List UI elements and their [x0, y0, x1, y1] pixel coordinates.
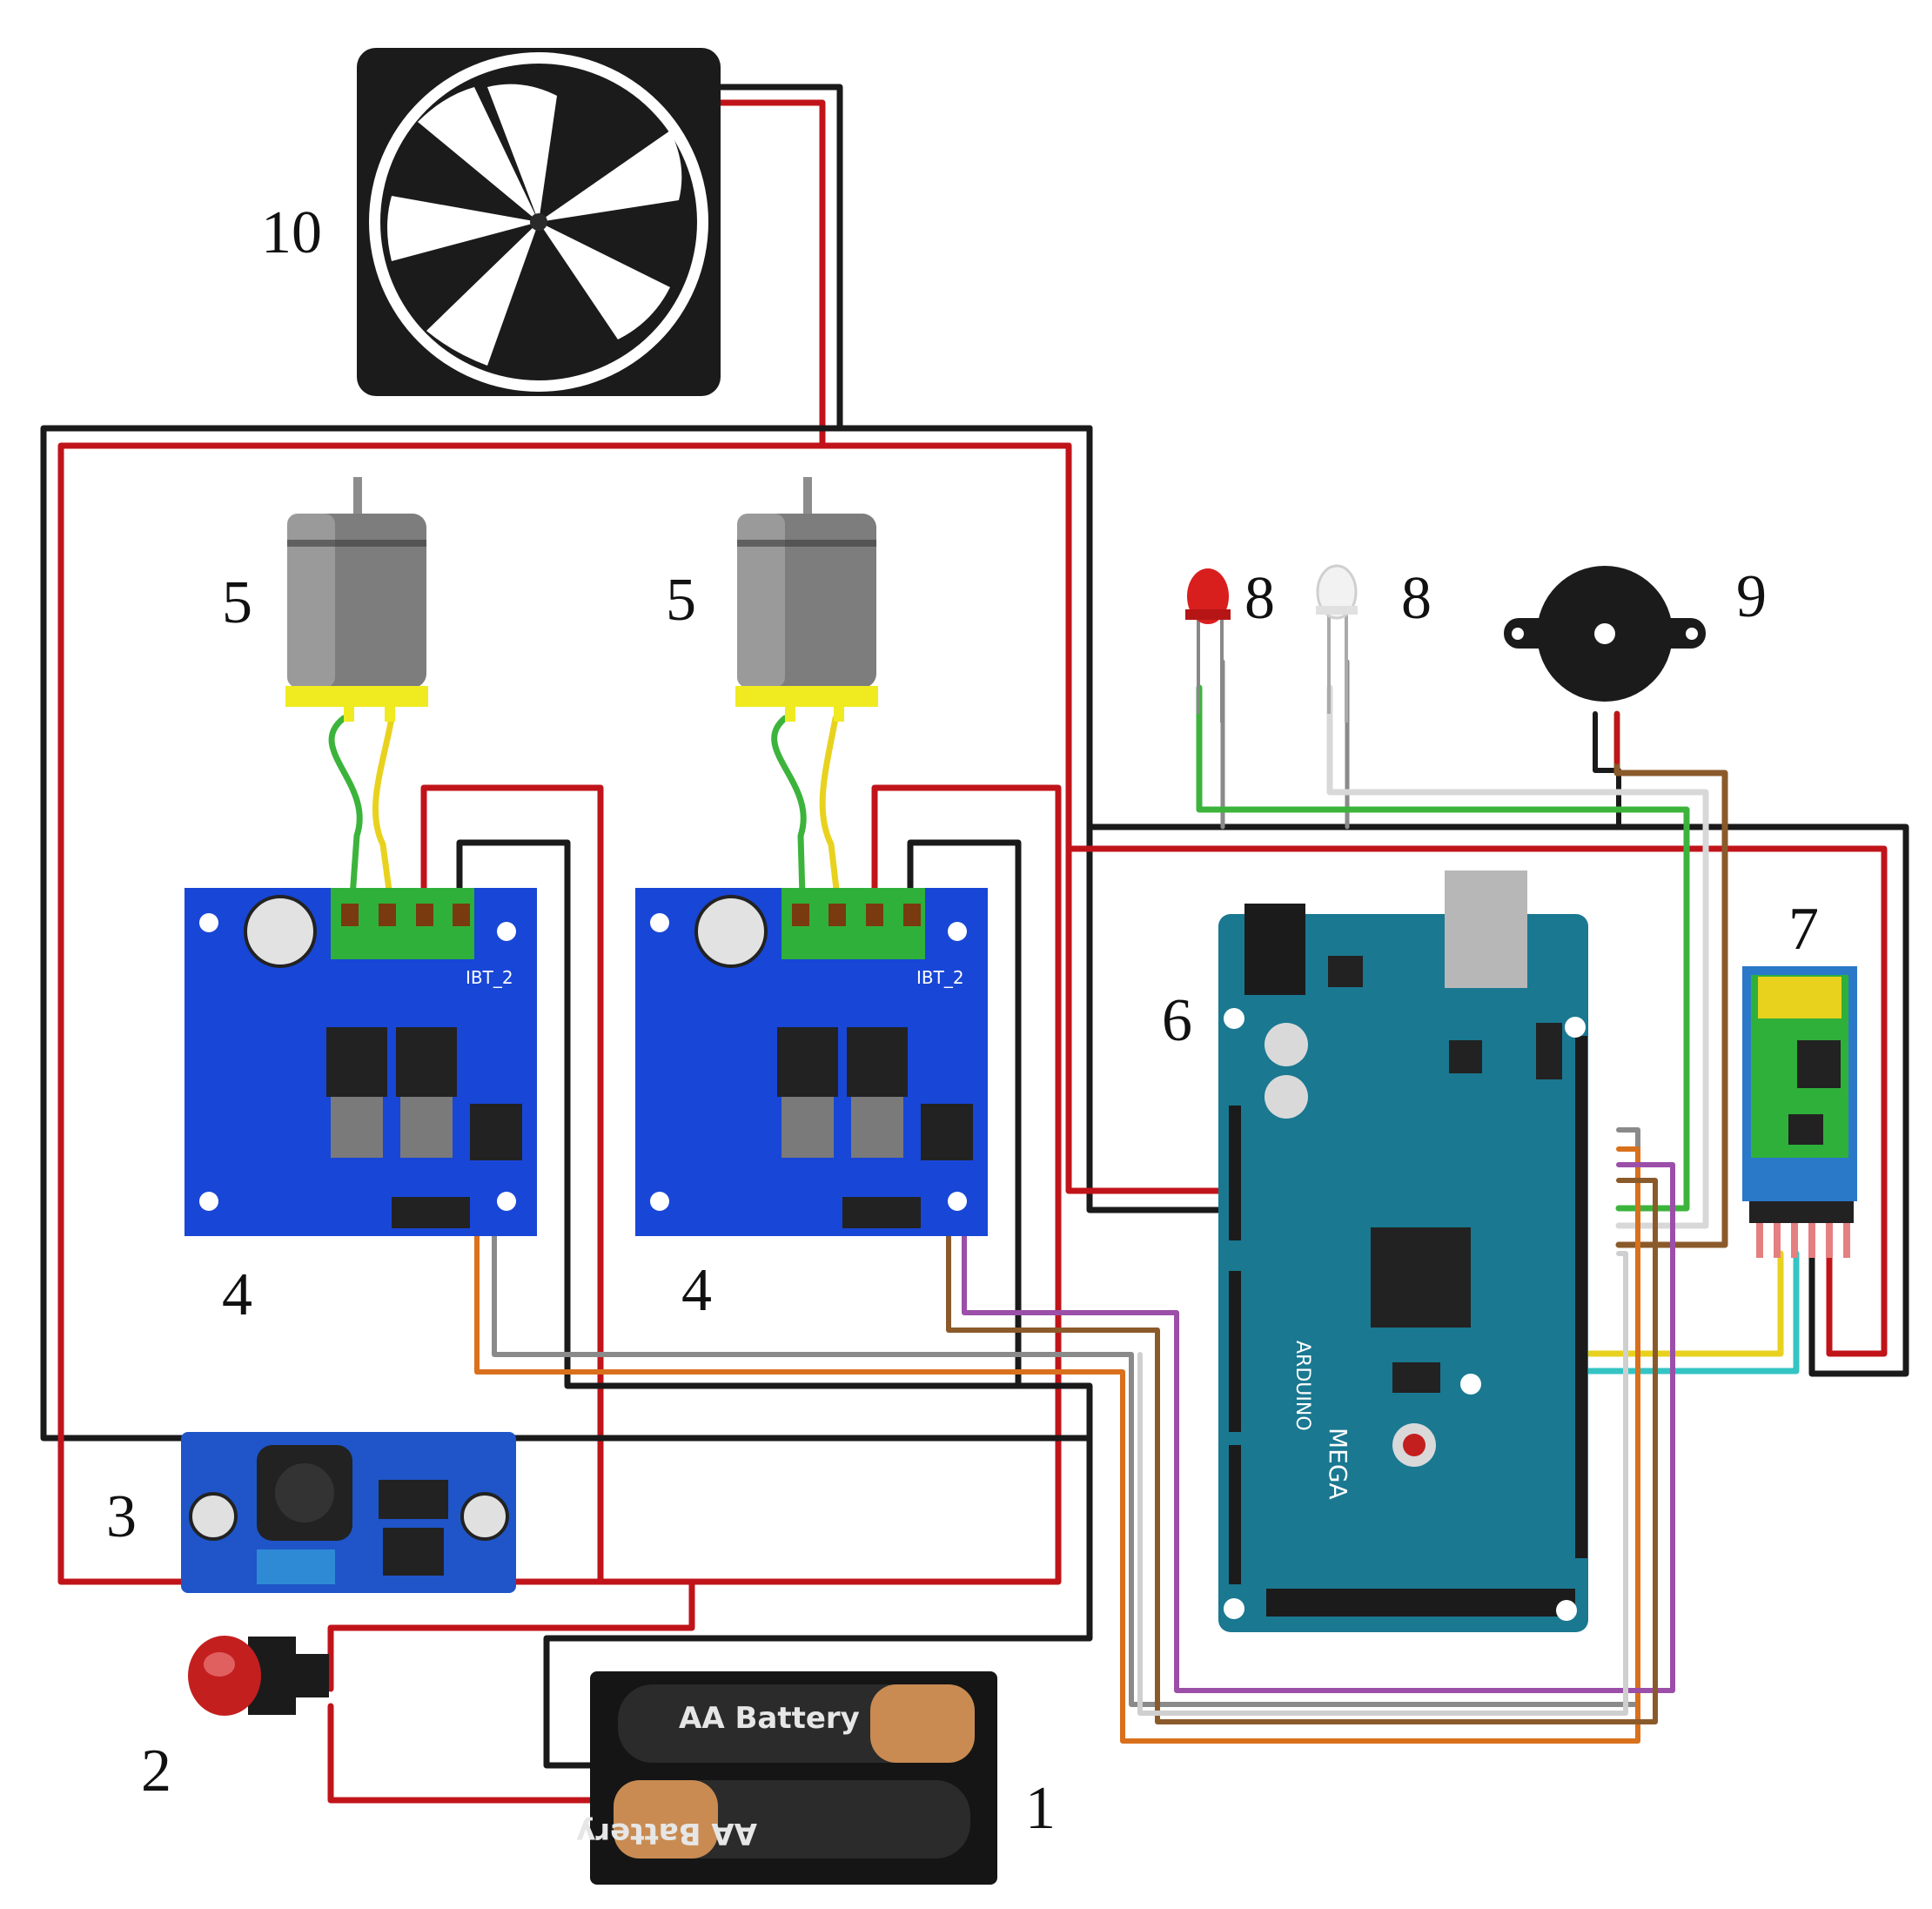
wire-fan-black	[706, 84, 1093, 432]
wire-ctrl-white	[1137, 1251, 1628, 1716]
wire-black-rail-left	[40, 425, 1093, 1442]
dc-motor-right	[735, 477, 878, 722]
wire-fan-red	[706, 99, 826, 447]
wire-black-rail-bt	[1086, 823, 1909, 1377]
label-led-red: 8	[1244, 565, 1275, 632]
wire-bt-rx-cyan	[1565, 1250, 1800, 1375]
label-battery: 1	[1025, 1775, 1056, 1842]
wire-motor2-yellow	[819, 715, 841, 900]
label-bluetooth: 7	[1788, 896, 1819, 963]
wire-red-rail-left	[57, 442, 1072, 1585]
motor-driver-left: IBT_2	[184, 888, 537, 1236]
component-labels: 1 2 3 4 4 5 5 6 7 8 8 9 10	[106, 199, 1819, 1842]
wire-battery-black	[543, 1435, 1093, 1769]
buzzer	[1504, 566, 1706, 702]
wire-ctrl-brown-2	[946, 1178, 1658, 1724]
wire-buck-red-out	[510, 784, 1062, 1585]
label-arduino: 6	[1162, 987, 1192, 1054]
push-switch	[188, 1636, 329, 1716]
arduino-mega: ARDUINO MEGA	[1218, 870, 1588, 1632]
wire-led-white-signal	[1326, 684, 1709, 1229]
wire-black-rail-right	[1086, 425, 1238, 1213]
driver-right-silk: IBT_2	[916, 967, 964, 988]
label-motor-right: 5	[666, 567, 696, 634]
label-fan: 10	[261, 199, 322, 266]
wire-motor2-green	[771, 715, 807, 900]
arduino-model: MEGA	[1324, 1428, 1352, 1500]
wire-buzzer-black	[1593, 711, 1621, 830]
battery-bottom-label: AA Battery	[576, 1816, 757, 1851]
wire-switch-to-buck	[327, 1578, 695, 1692]
buck-converter	[181, 1432, 516, 1593]
battery-top-label: AA Battery	[679, 1701, 860, 1736]
wire-motor1-yellow	[372, 715, 395, 900]
label-led-white: 8	[1401, 565, 1432, 632]
label-buck-converter: 3	[106, 1483, 137, 1550]
driver-left-silk: IBT_2	[466, 967, 513, 988]
dc-motor-left	[285, 477, 428, 722]
label-buzzer: 9	[1736, 563, 1767, 630]
cooling-fan	[357, 48, 721, 396]
wire-battery-to-switch	[327, 1703, 595, 1804]
battery-pack: AA Battery AA Battery	[576, 1671, 997, 1885]
label-motor-left: 5	[222, 569, 252, 636]
wire-ctrl-orange-1	[474, 1146, 1640, 1744]
label-driver-right: 4	[681, 1257, 712, 1324]
wire-red-rail-right	[1065, 442, 1238, 1194]
label-driver-left: 4	[222, 1261, 252, 1328]
wire-red-rail-bt	[1065, 845, 1888, 1357]
wire-led-red-signal	[1196, 684, 1690, 1212]
wire-driver2-black	[907, 839, 1022, 1389]
bluetooth-module	[1742, 966, 1857, 1258]
wire-driver1-red	[420, 784, 604, 1585]
led-red	[1185, 568, 1231, 723]
label-switch: 2	[141, 1738, 171, 1805]
motor-driver-right: IBT_2	[635, 888, 988, 1236]
wire-motor1-green	[328, 715, 363, 900]
led-white	[1316, 564, 1358, 723]
arduino-brand: ARDUINO	[1291, 1341, 1313, 1431]
